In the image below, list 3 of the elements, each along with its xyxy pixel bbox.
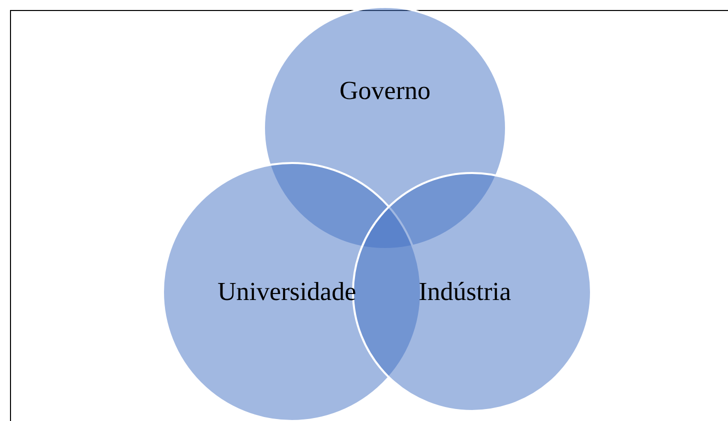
circle-label: Indústria [418, 277, 511, 307]
circle-label: Governo [340, 76, 430, 106]
circle-label: Universidade [217, 277, 356, 307]
